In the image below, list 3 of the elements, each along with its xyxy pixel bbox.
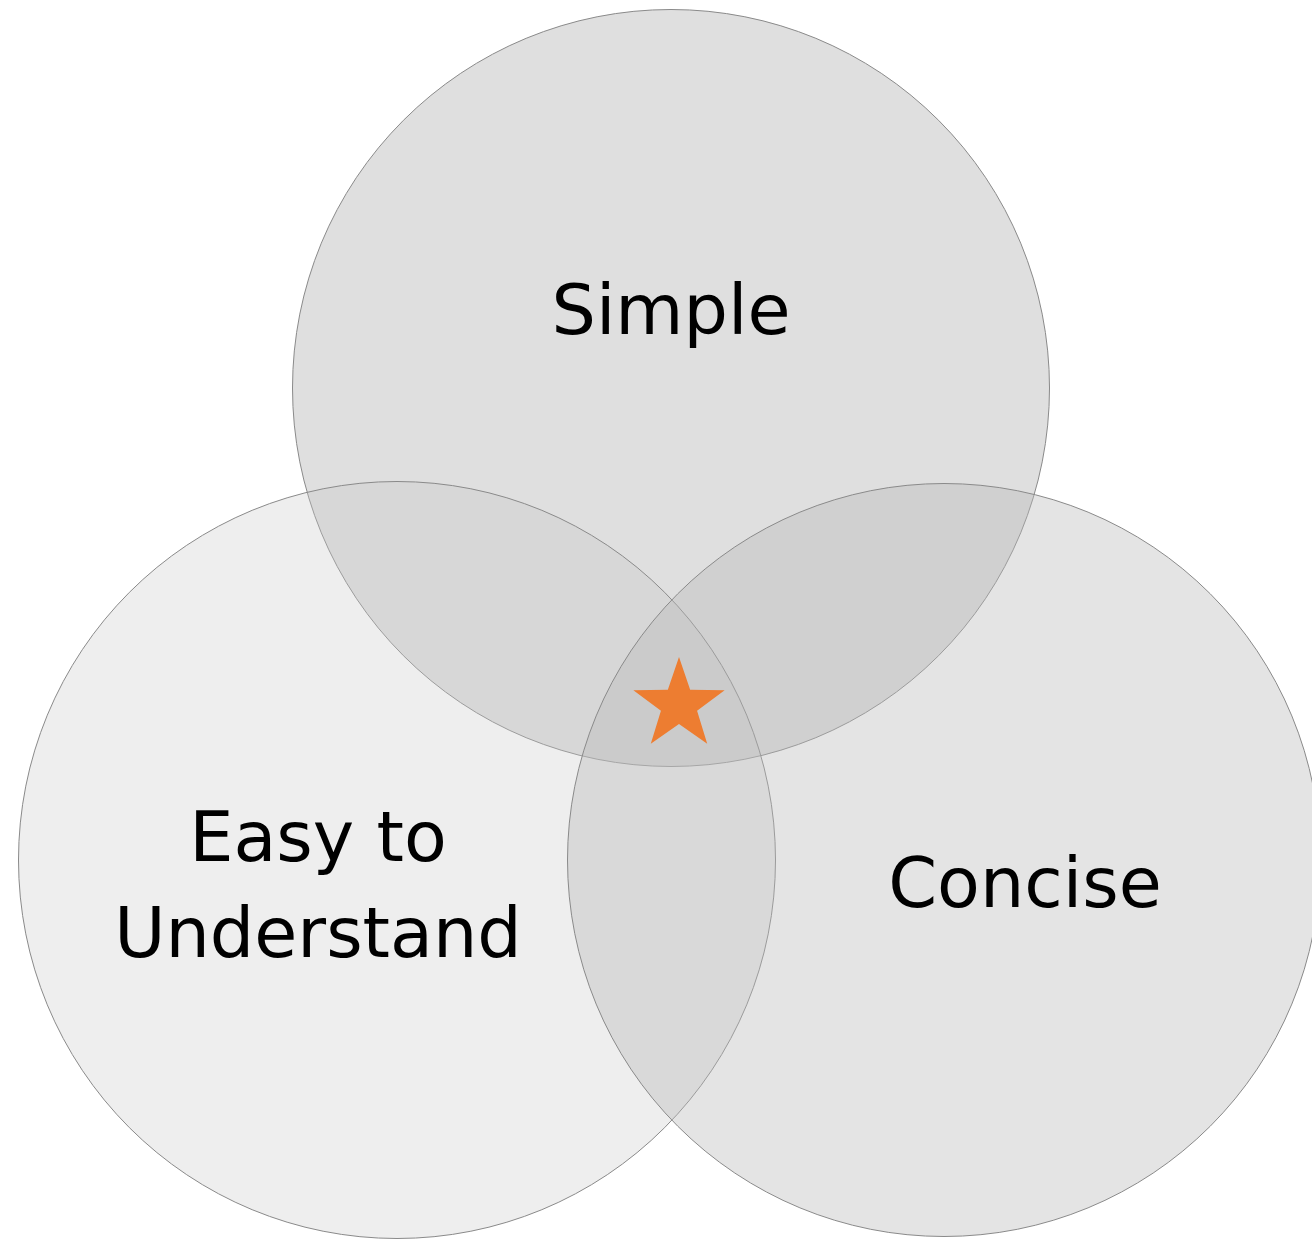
circle-label: Concise <box>887 841 1163 926</box>
circle-label: Simple <box>550 268 792 353</box>
circle-label: Easy to Understand <box>113 795 523 976</box>
